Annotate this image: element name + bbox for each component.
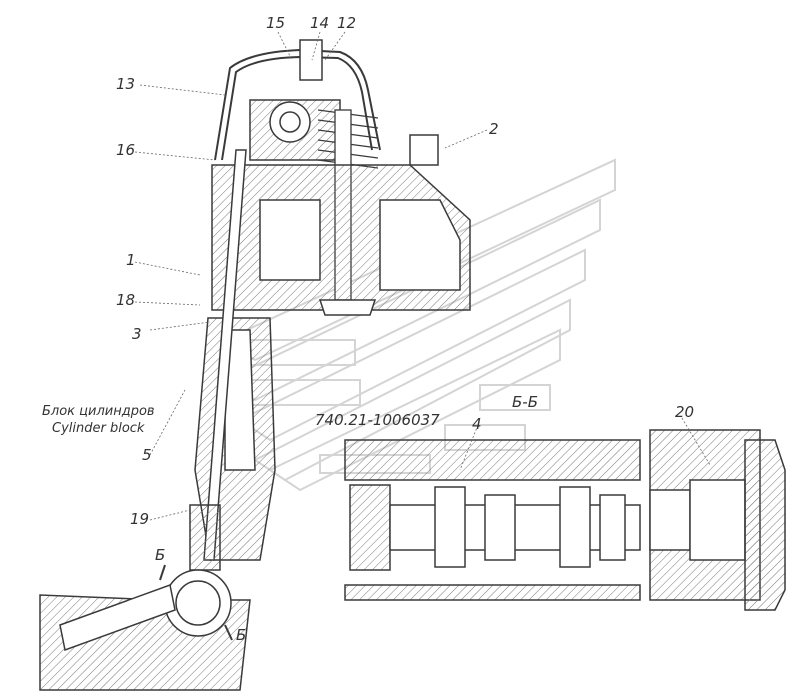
- push-rod: [189, 149, 247, 571]
- cylinder-head: [211, 134, 471, 316]
- callout-15: 15: [266, 14, 286, 32]
- callout-20: 20: [675, 403, 695, 421]
- section-mark-bottom: Б: [236, 626, 247, 644]
- callout-14: 14: [310, 14, 330, 32]
- drawing-code: 740.21-1006037: [315, 411, 440, 429]
- cam-follower: [59, 569, 232, 652]
- callout-19: 19: [130, 510, 150, 528]
- caption-ru: Блок цилиндров: [42, 404, 155, 419]
- callout-4: 4: [472, 415, 482, 433]
- callout-12: 12: [337, 14, 357, 32]
- callout-2: 2: [489, 120, 499, 138]
- callout-16: 16: [116, 141, 136, 159]
- callout-5: 5: [142, 446, 152, 464]
- section-cut-marks: [159, 564, 233, 641]
- callout-1: 1: [126, 251, 136, 269]
- leader-lines: [134, 31, 711, 521]
- caption-en: Cylinder block: [52, 421, 145, 436]
- section-label: Б-Б: [512, 393, 538, 411]
- callout-18: 18: [116, 291, 136, 309]
- section-mark-top: Б: [155, 546, 166, 564]
- camshaft-section: [344, 429, 786, 611]
- rocker-arm: [249, 39, 341, 161]
- callout-3: 3: [132, 325, 142, 343]
- callout-13: 13: [116, 75, 136, 93]
